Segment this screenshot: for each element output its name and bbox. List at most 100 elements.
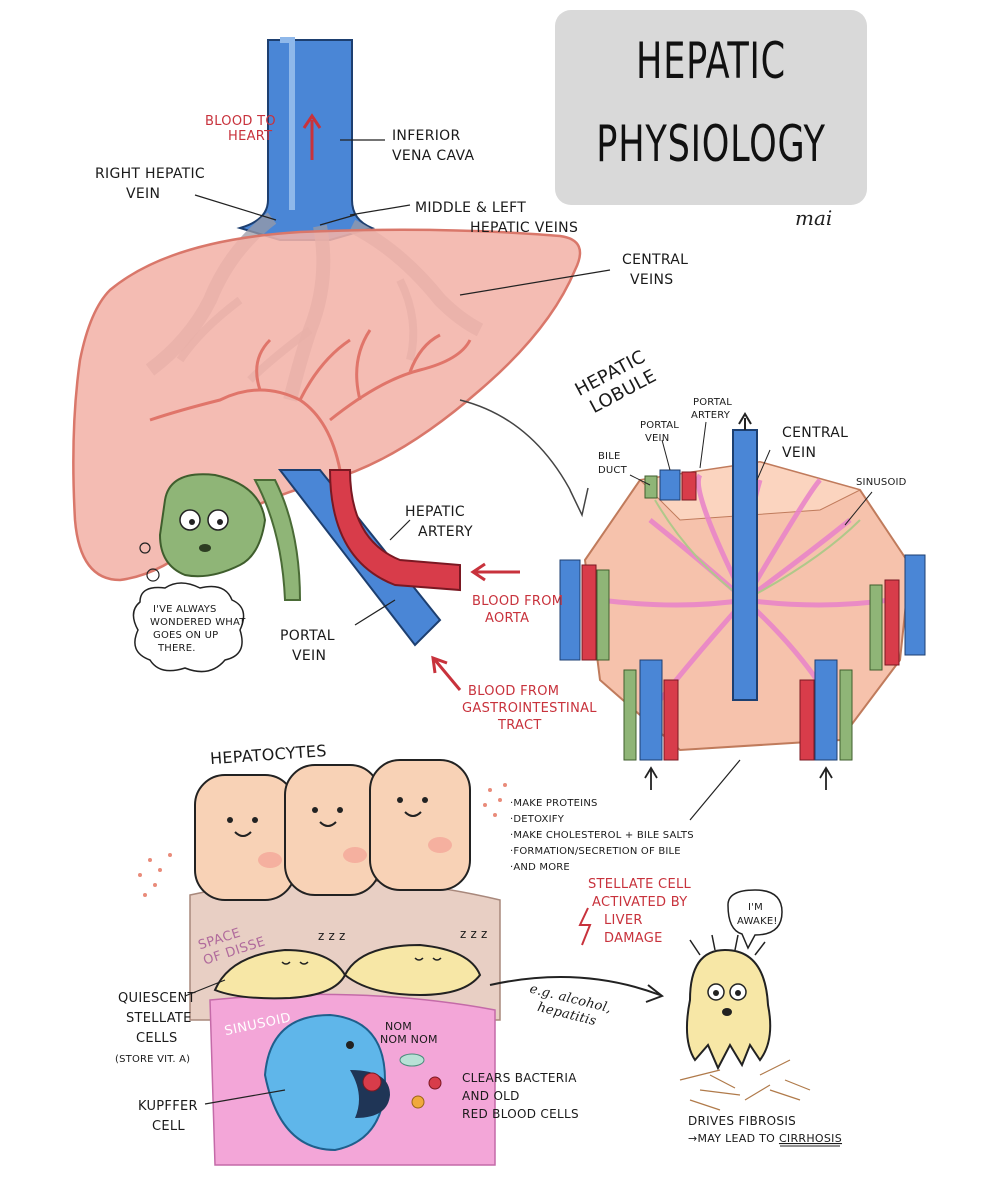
speech-bubble xyxy=(727,889,783,950)
drives-fibrosis: DRIVES FIBROSIS xyxy=(688,1114,796,1128)
svg-text:HEPATOCYTES: HEPATOCYTES xyxy=(209,741,327,768)
quiescent-line-3: CELLS xyxy=(136,1031,178,1046)
blood-to-heart-line-2: HEART xyxy=(228,129,272,144)
blood-from-aorta-line-2: AORTA xyxy=(485,611,529,626)
bile-duct-line-2: DUCT xyxy=(598,465,628,476)
kupffer-line-2: CELL xyxy=(152,1119,185,1134)
hepatic-lobule-title: HEPATIC LOBULE xyxy=(572,346,660,418)
sinusoid-label: SINUSOID xyxy=(856,477,907,488)
im-awake-line-1: I'M xyxy=(748,902,763,913)
hepatic-artery-vessel xyxy=(328,469,461,592)
bubble-line-1: I'VE ALWAYS xyxy=(153,604,217,615)
blood-from-gi-line-2: GASTROINTESTINAL xyxy=(462,701,597,716)
liver-to-lobule-arrow xyxy=(459,399,581,511)
clears-line-2: AND OLD xyxy=(462,1089,520,1103)
stellate-activated-line-1: STELLATE CELL xyxy=(588,877,691,892)
kupffer-cell xyxy=(263,1013,390,1152)
title-line-2: PHYSIOLOGY xyxy=(596,115,826,173)
function-1: ·MAKE PROTEINS xyxy=(510,798,598,809)
clears-line-3: RED BLOOD CELLS xyxy=(462,1107,579,1121)
liver-artery-branches xyxy=(149,329,472,471)
zzz-1: z z z xyxy=(318,929,346,943)
middle-left-hepatic-line-2: HEPATIC VEINS xyxy=(470,220,578,236)
gallbladder-character xyxy=(139,473,267,582)
nom-line-1: NOM xyxy=(385,1020,412,1033)
central-vein-line-1: CENTRAL xyxy=(782,425,848,441)
ivc-line-2: VENA CAVA xyxy=(392,148,474,164)
aorta-inflow-arrow xyxy=(470,562,520,582)
function-2: ·DETOXIFY xyxy=(510,814,565,825)
hepatocytes-title: HEPATOCYTES xyxy=(209,741,327,768)
bubble-line-2: WONDERED WHAT xyxy=(150,617,246,628)
leader-lines xyxy=(194,139,741,821)
eg-alcohol-label: e.g. alcohol, hepatitis xyxy=(528,982,613,1030)
im-awake-line-2: AWAKE! xyxy=(737,916,778,927)
blood-from-gi-line-3: TRACT xyxy=(497,718,542,733)
hepatocyte-2 xyxy=(284,764,381,896)
hepatocyte-1 xyxy=(194,774,296,901)
kupffer-line-1: KUPFFER xyxy=(138,1099,198,1114)
ivc-line-1: INFERIOR xyxy=(392,128,461,144)
blood-to-heart-arrow xyxy=(302,113,322,160)
red-blood-cell-1 xyxy=(428,1076,442,1090)
portal-artery-line-2: ARTERY xyxy=(691,410,731,421)
portal-triad-left xyxy=(559,559,610,661)
portal-vein-line-2: VEIN xyxy=(292,648,326,664)
stellate-activated-line-3: LIVER xyxy=(604,913,643,928)
right-hepatic-vein-line-2: VEIN xyxy=(126,186,160,202)
title-box: HEPATIC PHYSIOLOGY xyxy=(555,10,867,205)
blood-to-heart-line-1: BLOOD TO xyxy=(205,114,276,129)
right-hepatic-vein-line-1: RIGHT HEPATIC xyxy=(95,166,205,182)
hepatic-lobule xyxy=(559,412,926,790)
fibrosis-fibers xyxy=(679,1059,811,1111)
sparkle-dots xyxy=(138,783,507,897)
hepatocyte-3 xyxy=(369,759,471,891)
clears-line-1: CLEARS BACTERIA xyxy=(462,1071,577,1085)
quiescent-leader xyxy=(184,979,226,997)
central-vein-line-2: VEIN xyxy=(782,445,816,461)
blood-from-aorta-line-1: BLOOD FROM xyxy=(472,594,563,609)
bile-duct-vessel xyxy=(253,479,302,601)
portal-triad-bottom-right xyxy=(799,659,853,761)
bubble-line-3: GOES ON UP xyxy=(153,630,218,641)
cirrhosis-text: CIRRHOSIS xyxy=(779,1132,842,1145)
title-line-1: HEPATIC xyxy=(636,32,786,90)
nom-line-2: NOM NOM xyxy=(380,1033,438,1046)
activated-stellate-cell xyxy=(685,934,772,1071)
quiescent-line-1: QUIESCENT xyxy=(118,991,196,1006)
may-lead-prefix: →MAY LEAD TO xyxy=(688,1132,779,1145)
zzz-2: z z z xyxy=(460,927,488,941)
portal-triad-right xyxy=(869,554,926,671)
kupffer-leader xyxy=(204,1089,286,1105)
function-3: ·MAKE CHOLESTEROL + BILE SALTS xyxy=(510,830,694,841)
hepatic-artery-line-1: HEPATIC xyxy=(405,504,465,520)
central-veins-line-1: CENTRAL xyxy=(622,252,688,268)
bacteria-2 xyxy=(411,1095,425,1109)
function-4: ·FORMATION/SECRETION OF BILE xyxy=(510,846,681,857)
blood-from-gi-line-1: BLOOD FROM xyxy=(468,684,559,699)
gi-inflow-arrow xyxy=(431,655,462,691)
may-lead-to: →MAY LEAD TO CIRRHOSIS xyxy=(688,1132,842,1145)
portal-triad-top xyxy=(644,469,697,501)
portal-vein-line-1: PORTAL xyxy=(280,628,335,644)
portal-vein-small-line-1: PORTAL xyxy=(640,420,679,431)
portal-artery-line-1: PORTAL xyxy=(693,397,732,408)
bacteria-1 xyxy=(399,1053,425,1067)
quiescent-line-2: STELLATE xyxy=(126,1011,192,1026)
middle-left-hepatic-line-1: MIDDLE & LEFT xyxy=(415,200,526,216)
lightning-icon xyxy=(578,907,592,946)
portal-triad-bottom-left xyxy=(623,659,679,761)
stellate-activated-line-2: ACTIVATED BY xyxy=(592,895,688,910)
portal-vein-small-line-2: VEIN xyxy=(645,433,669,444)
bubble-line-4: THERE. xyxy=(157,643,196,654)
function-5: ·AND MORE xyxy=(510,862,570,873)
stellate-activated-line-4: DAMAGE xyxy=(604,931,663,946)
quiescent-line-4: (STORE VIT. A) xyxy=(115,1054,190,1065)
hepatic-artery-line-2: ARTERY xyxy=(418,524,473,540)
signature: mai xyxy=(795,206,833,230)
activation-arrow xyxy=(489,976,665,1003)
quiescent-stellate-cell-2 xyxy=(343,943,482,997)
central-veins-line-2: VEINS xyxy=(630,272,673,288)
